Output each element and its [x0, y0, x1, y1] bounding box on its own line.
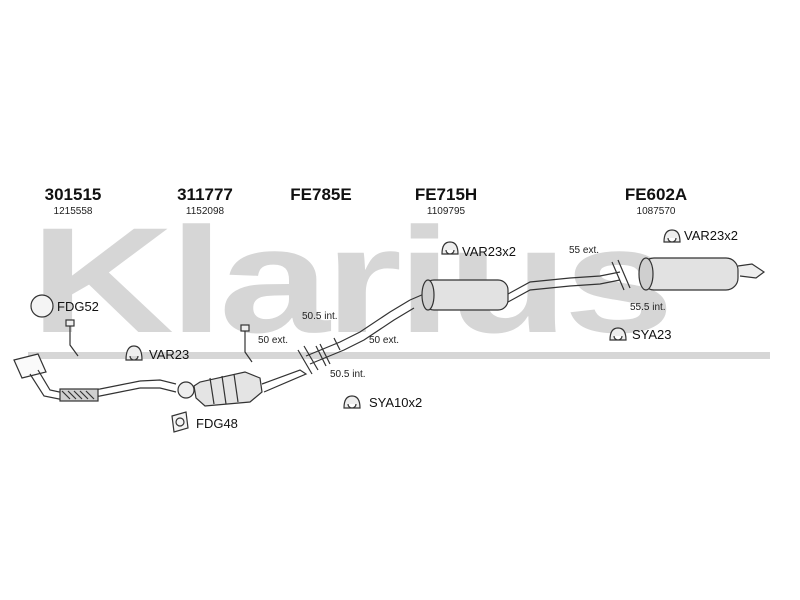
dim-50-ext-right: 50 ext.	[369, 335, 400, 346]
label-var23x2-mid[interactable]: VAR23x2	[462, 244, 516, 259]
part-ref-4: 1109795	[426, 206, 466, 217]
hanger-sya10x2-icon	[343, 395, 361, 409]
mid-pipe-fe785e	[305, 299, 415, 367]
dim-55-5-int: 55.5 int.	[630, 302, 666, 313]
part-code-1[interactable]: 301515	[44, 185, 102, 204]
label-fdg48[interactable]: FDG48	[196, 416, 238, 431]
part-code-3[interactable]: FE785E	[290, 185, 352, 204]
sensor-311777-icon	[240, 324, 253, 363]
part-code-4[interactable]: FE715H	[414, 185, 478, 204]
part-code-2[interactable]: 311777	[177, 185, 233, 204]
dim-50-5-int-upper: 50.5 int.	[302, 311, 338, 322]
gasket-fdg52-icon	[30, 294, 54, 318]
label-sya10x2[interactable]: SYA10x2	[369, 395, 423, 410]
front-pipe-301515	[13, 353, 177, 402]
silencer-fe602a	[611, 257, 766, 291]
catalyst-311777	[177, 369, 308, 407]
label-var23[interactable]: VAR23	[149, 347, 190, 362]
label-fdg52[interactable]: FDG52	[57, 299, 99, 314]
label-sya23[interactable]: SYA23	[632, 327, 672, 342]
hanger-var23x2-mid-icon	[441, 241, 459, 255]
sensor-301515-icon	[65, 319, 79, 357]
label-var23x2-rear[interactable]: VAR23x2	[684, 228, 738, 243]
part-ref-1: 1215558	[53, 206, 93, 217]
part-ref-5: 1087570	[636, 206, 676, 217]
hanger-var23-icon	[125, 345, 143, 361]
clamps-sya10x2-icon	[297, 345, 319, 375]
gasket-fdg48-icon	[171, 411, 189, 433]
hanger-sya23-icon	[609, 327, 627, 341]
silencer-fe715h	[409, 271, 621, 311]
watermark-logo: Klarius	[30, 196, 674, 364]
dim-50-5-int-lower: 50.5 int.	[330, 369, 366, 380]
part-ref-2: 1152098	[185, 206, 225, 217]
dim-55-ext: 55 ext.	[569, 245, 600, 256]
hanger-var23x2-rear-icon	[663, 229, 681, 243]
part-code-5[interactable]: FE602A	[624, 185, 688, 204]
dim-50-ext-left: 50 ext.	[258, 335, 289, 346]
watermark-underline	[28, 352, 770, 359]
